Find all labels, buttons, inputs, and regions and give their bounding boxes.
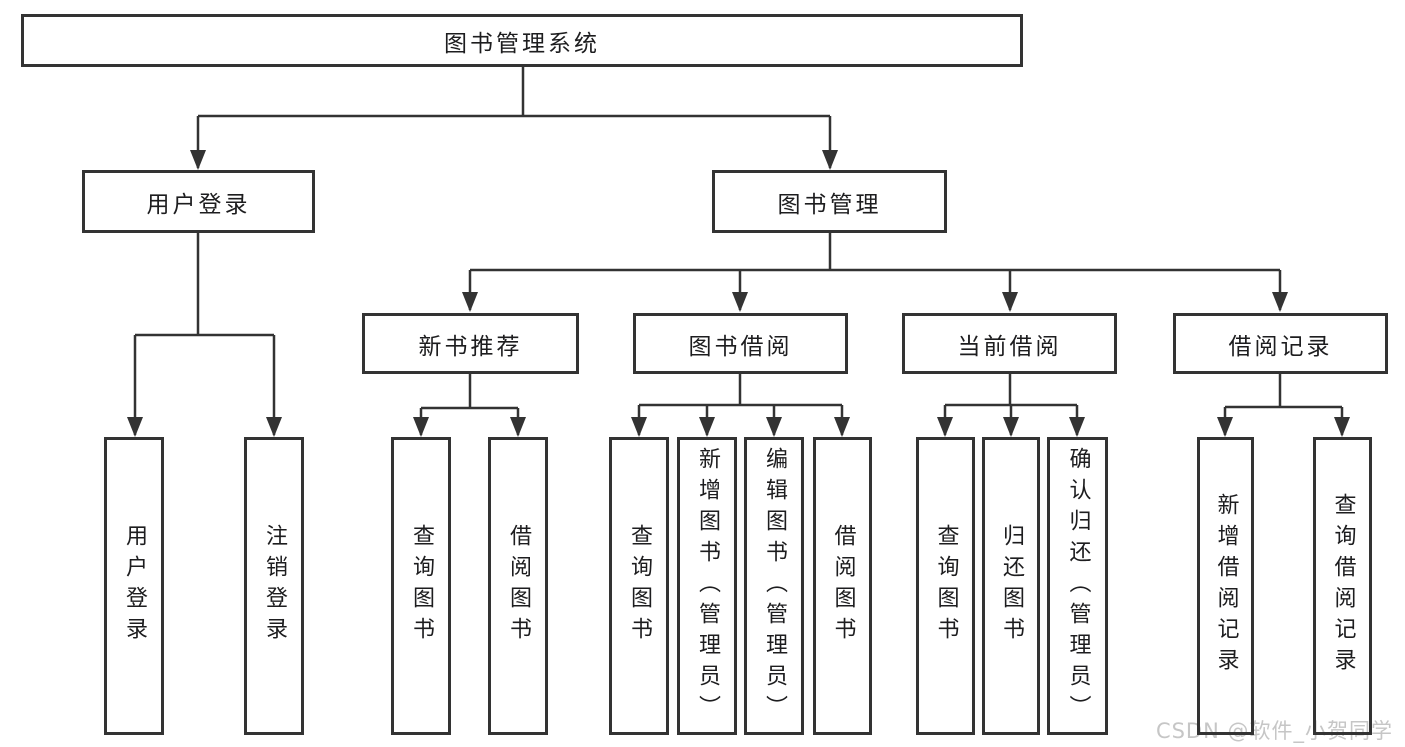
leaf-borrow-books: 借阅图书 [813, 437, 872, 735]
leaf-logout: 注销登录 [244, 437, 304, 735]
csdn-watermark: CSDN @软件_小贺同学 [1155, 719, 1393, 743]
node-book-borrow: 图书借阅 [633, 313, 848, 374]
node-library-management-system: 图书管理系统 [21, 14, 1023, 67]
leaf-query-books-current: 查询图书 [916, 437, 975, 735]
leaf-add-books-admin: 新增图书（管理员） [677, 437, 737, 735]
node-new-book-recommend: 新书推荐 [362, 313, 579, 374]
leaf-return-books: 归还图书 [982, 437, 1040, 735]
node-book-management: 图书管理 [712, 170, 947, 233]
leaf-edit-books-admin: 编辑图书（管理员） [744, 437, 804, 735]
leaf-query-books-borrow: 查询图书 [609, 437, 669, 735]
node-current-borrow: 当前借阅 [902, 313, 1117, 374]
leaf-add-borrow-record: 新增借阅记录 [1197, 437, 1254, 735]
node-borrow-records: 借阅记录 [1173, 313, 1388, 374]
leaf-confirm-return-admin: 确认归还（管理员） [1047, 437, 1108, 735]
leaf-query-borrow-record: 查询借阅记录 [1313, 437, 1372, 735]
node-user-login: 用户登录 [82, 170, 315, 233]
leaf-borrow-books-recommend: 借阅图书 [488, 437, 548, 735]
leaf-user-login: 用户登录 [104, 437, 164, 735]
leaf-query-books-recommend: 查询图书 [391, 437, 451, 735]
